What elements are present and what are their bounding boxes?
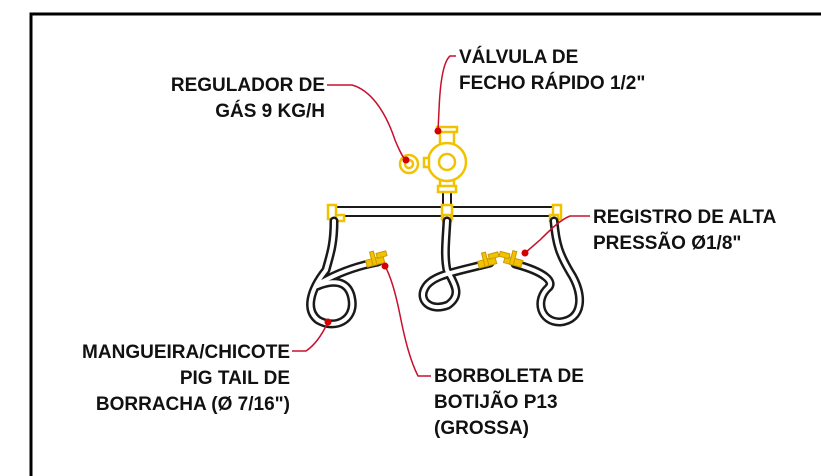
leader-regulador (327, 84, 407, 161)
leader-borboleta (384, 265, 431, 377)
label-borboleta-line2: BOTIJÃO P13 (434, 392, 558, 413)
leader-markers (324, 127, 529, 326)
label-mangueira-line1: MANGUEIRA/CHICOTE (82, 342, 290, 363)
label-registro: REGISTRO DE ALTA PRESSÃO Ø1/8" (593, 205, 776, 257)
gas-regulator (398, 141, 468, 183)
label-valvula-line1: VÁLVULA DE (459, 47, 579, 68)
label-mangueira-line3: BORRACHA (Ø 7/16") (95, 394, 290, 415)
label-borboleta-line3: (GROSSA) (434, 418, 529, 439)
pigtail-hoses-inner (308, 219, 582, 326)
label-valvula-line2: FECHO RÁPIDO 1/2" (459, 73, 646, 94)
label-regulador: REGULADOR DE GÁS 9 KG/H (120, 73, 325, 125)
label-mangueira-line2: PIG TAIL DE (179, 368, 290, 389)
marker-mangueira (324, 318, 332, 326)
leader-lines (292, 55, 590, 377)
marker-borboleta (381, 262, 389, 270)
label-borboleta: BORBOLETA DE BOTIJÃO P13 (GROSSA) (434, 364, 584, 442)
marker-regulador (402, 156, 410, 164)
marker-registro (521, 249, 529, 257)
label-valvula: VÁLVULA DE FECHO RÁPIDO 1/2" (459, 45, 645, 97)
label-borboleta-line1: BORBOLETA DE (434, 366, 584, 387)
label-regulador-line1: REGULADOR DE (170, 75, 325, 96)
label-registro-line2: PRESSÃO Ø1/8" (593, 233, 742, 254)
leader-registro (524, 215, 590, 254)
label-registro-line1: REGISTRO DE ALTA (593, 207, 777, 228)
label-mangueira: MANGUEIRA/CHICOTE PIG TAIL DE BORRACHA (… (30, 340, 290, 418)
marker-valvula (434, 127, 442, 135)
label-regulador-line2: GÁS 9 KG/H (215, 101, 325, 122)
leader-valvula (437, 55, 456, 132)
drawing-border (29, 12, 821, 476)
butterfly-connectors (364, 249, 524, 269)
leader-mangueira (292, 321, 329, 352)
